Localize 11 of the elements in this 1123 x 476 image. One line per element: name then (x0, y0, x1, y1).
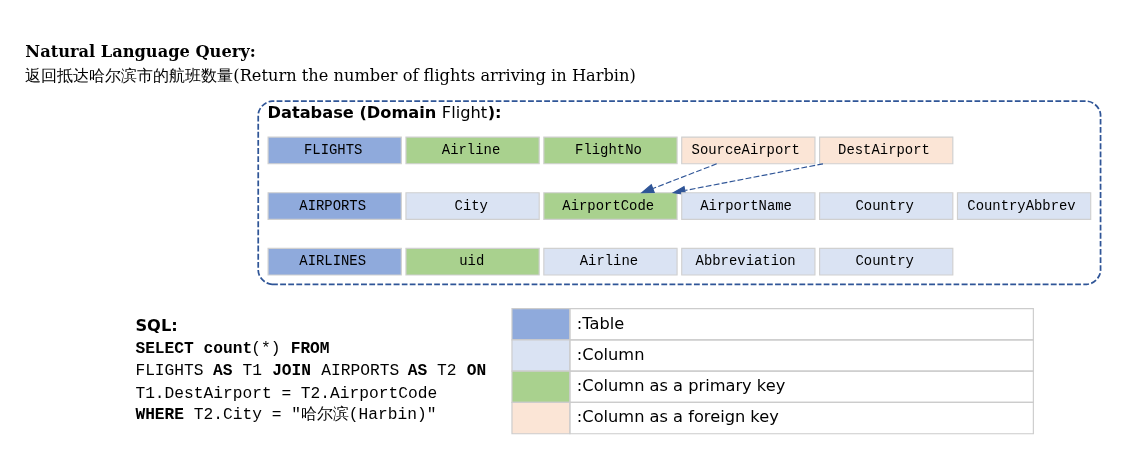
label: FLIGHTS AS T1 JOIN AIRPORTS AS T2 ON (135, 360, 487, 380)
label: SQL: (135, 315, 178, 335)
label: Natural Language Query: (25, 41, 256, 61)
label: WHERE T2.City = "哈尔滨(Harbin)" (135, 404, 437, 424)
label: 返回抵达哈尔滨市的航班数量(Return the number of flights arriving in Harbin) (25, 65, 636, 85)
legend-label: :Column as a primary key (576, 375, 786, 395)
legend-label: :Table (576, 313, 625, 333)
label: SELECT count(*) FROM (135, 338, 330, 358)
label: T1.DestAirport = T2.AirportCode (135, 383, 438, 403)
legend-label: :Column as a foreign key (576, 406, 779, 426)
legend-label: :Column (576, 344, 645, 364)
